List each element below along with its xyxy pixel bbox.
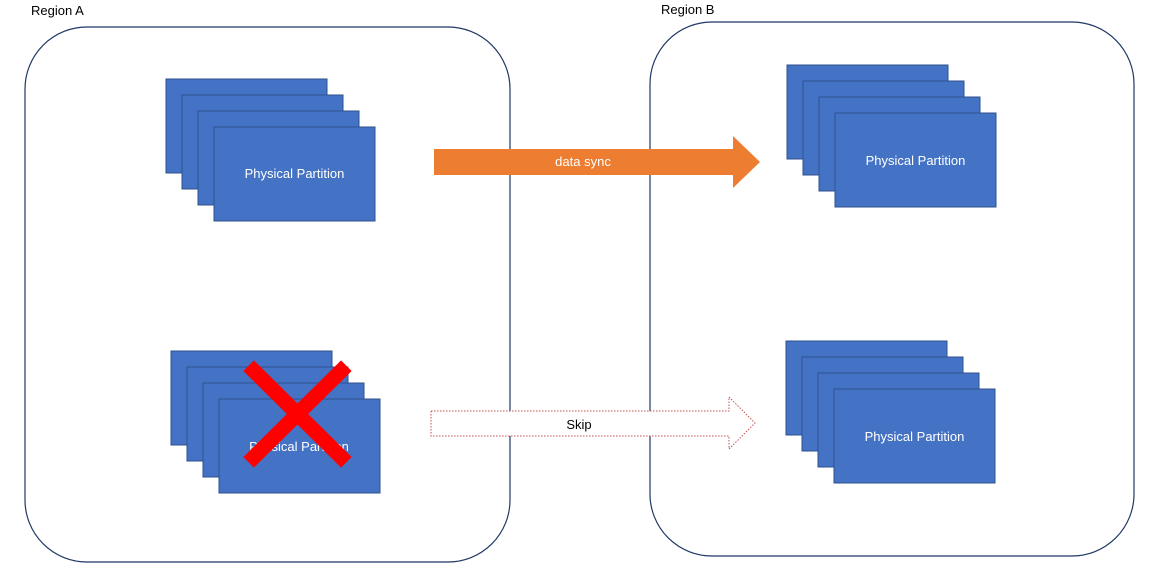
partition-label: Physical Partition (245, 166, 345, 181)
skip-arrow-shape (430, 395, 756, 451)
partition-card (833, 388, 996, 484)
partition-label: Physical Partition (865, 429, 965, 444)
region-b-boundary (649, 21, 1135, 557)
skip-arrow: Skip (430, 395, 756, 451)
region-b: Region B (649, 2, 1135, 557)
partition-stack-a-top: Physical Partition (165, 78, 376, 222)
failure-x-icon (243, 360, 352, 468)
region-b-label: Region B (661, 2, 714, 17)
data-sync-arrow-shape (434, 136, 760, 188)
partition-stack-b-top: Physical Partition (786, 64, 997, 208)
partition-stack-b-bottom: Physical Partition (785, 340, 996, 484)
data-sync-arrow: data sync (434, 136, 760, 188)
skip-label: Skip (566, 417, 591, 432)
partition-stack-a-bottom: Physical Partition (170, 350, 381, 494)
partition-label: Physical Partition (866, 153, 966, 168)
region-a: Region A (24, 3, 511, 563)
partition-card (834, 112, 997, 208)
partition-card (213, 126, 376, 222)
data-sync-label: data sync (555, 154, 611, 169)
region-a-label: Region A (31, 3, 84, 18)
region-a-boundary (24, 26, 511, 563)
